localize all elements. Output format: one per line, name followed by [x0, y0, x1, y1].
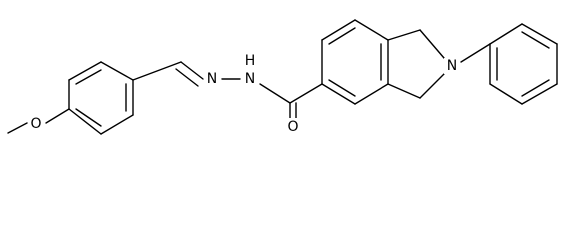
structure-diagram: O N N H O N	[7, 19, 558, 135]
ring-n-label: N	[447, 58, 457, 74]
amide-h-label: H	[245, 53, 256, 69]
bond-ring3-bottom	[387, 83, 421, 99]
bond-ring1-e	[100, 114, 134, 135]
bond-ring2-b	[321, 19, 356, 41]
bond-phenyl-e	[489, 83, 523, 105]
bond-ring3-bottom-n	[419, 73, 445, 99]
bond-ring2-inner-3	[328, 79, 356, 97]
hydrazide-n-label: N	[245, 71, 255, 87]
atom-label-layer: O N N H O N	[28, 53, 460, 135]
bond-ring2-c	[354, 19, 389, 41]
imine-n-label: N	[207, 71, 217, 87]
bond-ring1-inner-3	[75, 108, 102, 127]
bond-carbonyl-aryl	[289, 83, 323, 104]
bond-ring1-f	[68, 108, 102, 135]
bond-nh-carbonyl	[259, 83, 291, 104]
bond-ring2-inner-1	[328, 27, 356, 45]
methoxy-o-label: O	[30, 116, 41, 132]
bond-o-aryl	[45, 108, 70, 124]
ring-n-bg	[444, 58, 460, 74]
bond-aryl-ch	[132, 61, 182, 81]
bond-phenyl-inner-2	[521, 79, 550, 97]
bond-phenyl-a	[489, 23, 523, 45]
bond-methyl-o	[7, 122, 28, 134]
bond-ring1-inner-1	[75, 69, 102, 85]
bond-n-phenyl	[460, 43, 491, 63]
bond-phenyl-inner-1	[521, 31, 550, 49]
bond-ring3-top	[387, 29, 421, 41]
bond-ring2-e	[354, 83, 389, 105]
bond-c-n-double-1	[180, 61, 204, 80]
hydrazide-n-bg	[242, 71, 258, 87]
methoxy-o-bg	[28, 116, 44, 132]
bond-phenyl-d	[521, 83, 558, 105]
bond-layer	[7, 19, 558, 135]
carbonyl-o-bg	[285, 118, 301, 134]
imine-n-bg	[204, 71, 220, 87]
bond-ring2-f	[321, 83, 356, 105]
bond-c-n-double-2	[175, 68, 199, 87]
bond-ring1-b	[68, 61, 102, 81]
bond-ring1-c	[100, 61, 134, 81]
bond-phenyl-b	[521, 23, 558, 45]
carbonyl-o-label: O	[287, 119, 298, 135]
bond-ring3-top-n	[419, 29, 445, 59]
molecule-canvas: O N N H O N	[7, 19, 558, 135]
